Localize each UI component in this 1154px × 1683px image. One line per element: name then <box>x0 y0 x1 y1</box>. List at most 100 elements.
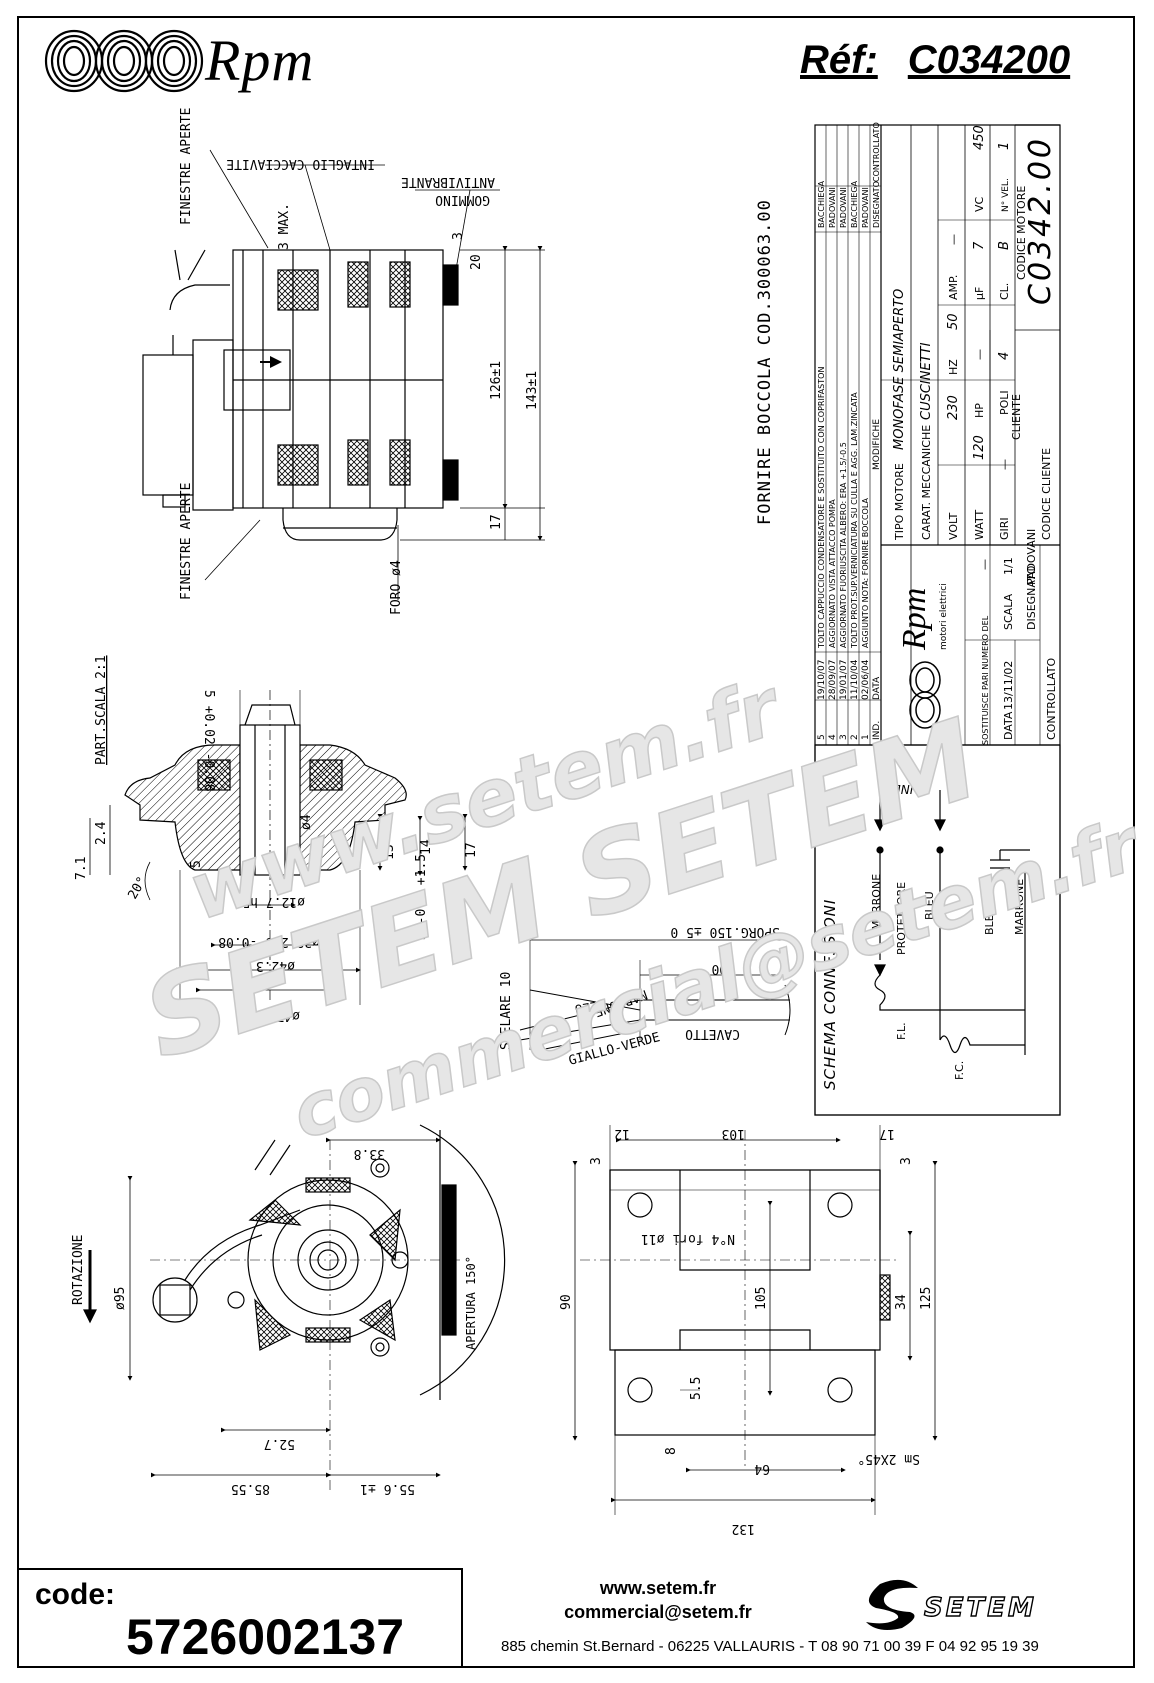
drawing-frame <box>17 16 1135 1668</box>
label-marrone-1: MARRONE <box>870 874 883 930</box>
rpm-coil-logo <box>44 29 204 93</box>
label-gommino: GOMMINO <box>435 192 490 207</box>
label-fc: F.C. <box>953 1061 966 1080</box>
reference-label: Réf: <box>800 38 878 82</box>
hdr-ind: IND. <box>872 721 882 740</box>
label-fornire: FORNIRE BOCCOLA COD.300063.00 <box>755 199 775 525</box>
rev-2-date: 11/10/04 <box>850 659 860 700</box>
label-max: 3 MAX. <box>277 203 292 250</box>
rev-5-n: 5 <box>817 734 827 740</box>
hdr-disegnato: DISEGNATO <box>872 181 881 228</box>
dim-127: ø12.7 h5 <box>242 894 305 909</box>
label-linea: LINEA <box>885 782 920 796</box>
bracket-view <box>572 1125 938 1515</box>
label-protettore: PROTETTORE <box>895 882 908 955</box>
rev-3-date: 19/01/07 <box>839 660 849 700</box>
label-bleu-1: BLEU <box>923 891 936 920</box>
dim-20: 20 <box>469 254 484 270</box>
dim-143: 143±1 <box>525 371 540 410</box>
poli-label: POLI <box>998 390 1011 415</box>
label-finestre-bottom: FINESTRE APERTE <box>179 483 194 600</box>
tipo-motore: MONOFASE SEMIAPERTO <box>892 289 907 450</box>
block-brand: Rpm <box>896 588 933 651</box>
setem-logo-text: SETEM <box>924 1593 1037 1623</box>
rev-4-date: 28/09/07 <box>828 660 838 700</box>
dim-132: 132 <box>732 1521 755 1536</box>
dim-423: ø42.3 <box>256 958 295 973</box>
label-sporg: SPORG.150 ±5 0 <box>670 924 780 939</box>
front-view <box>83 1124 506 1490</box>
code-label: code: <box>35 1578 116 1611</box>
dim-126: 126±1 <box>489 361 504 400</box>
codice-motore-label: CODICE MOTORE <box>1015 186 1028 280</box>
uf-label: µF <box>973 287 986 300</box>
dim-13: 13 <box>382 844 397 860</box>
nvel-value: 1 <box>997 142 1012 150</box>
scala-value: 1/1 <box>1002 557 1015 575</box>
footer: www.setem.fr commercial@setem.fr 885 che… <box>463 1568 1135 1668</box>
dim-71: 7.1 <box>74 857 89 880</box>
cable-detail <box>519 920 791 1051</box>
label-finestre-top: FINESTRE APERTE <box>179 108 194 225</box>
dim-64: 64 <box>754 1461 770 1476</box>
label-cavetto: CAVETTO <box>685 1026 740 1041</box>
cl-value: B <box>997 241 1012 250</box>
dim-12: 12 <box>614 1126 630 1141</box>
dim-5-05: 5 -0.5 +1.5 <box>414 854 429 940</box>
reference: Réf: C034200 <box>800 38 1070 83</box>
rev-1-dis: PADOVANI <box>861 187 870 228</box>
hdr-data: DATA <box>872 676 882 700</box>
dim-34: 34 <box>894 1294 909 1310</box>
giri-value: — <box>998 459 1011 470</box>
watt-label: WATT <box>973 510 986 540</box>
rev-2-desc: TOLTO PROT.SUP.VERNICIATURA SU CULLA E A… <box>850 392 859 649</box>
hdr-modifiche: MODIFICHE <box>872 419 882 470</box>
block-logo-sub: motori elettrici <box>939 583 949 650</box>
amp-label: AMP. <box>947 275 960 300</box>
hp-value: — <box>973 349 986 360</box>
data-label: DATA <box>1002 711 1015 740</box>
vc-label: VC <box>973 196 986 212</box>
dim-17c: 17 <box>879 1126 895 1141</box>
controllato-label: CONTROLLATO <box>1045 658 1058 740</box>
code-value: 5726002137 <box>126 1609 405 1665</box>
disegnato-label: DISEGNATO <box>1025 565 1038 630</box>
rev-4-desc: AGGIORNATO VISTA ATTACCO POMPA <box>828 499 837 648</box>
footer-address: 885 chemin St.Bernard - 06225 VALLAURIS … <box>501 1638 1039 1655</box>
dim-556: 55.6 ±1 <box>360 1481 415 1496</box>
carat-value: CUSCINETTI <box>919 342 934 420</box>
dim-55: 5.5 <box>689 1377 704 1400</box>
carat-label: CARAT. MECCANICHE <box>920 425 933 540</box>
dim-90: 90 <box>559 1294 574 1310</box>
rev-3-n: 3 <box>839 734 849 740</box>
hdr-controllato: CONTROLLATO <box>872 122 881 182</box>
label-foro: FORO ø4 <box>389 560 404 615</box>
reference-value: C034200 <box>907 38 1071 82</box>
vc-value: 450 <box>972 125 987 150</box>
hz-value: 50 <box>946 313 961 330</box>
label-spelare: SPELARE 10 <box>499 972 514 1050</box>
footer-website[interactable]: www.setem.fr <box>599 1578 717 1598</box>
dim-5: 5 <box>189 860 204 868</box>
label-antivibrante: ANTIVIBRANTE <box>401 174 495 189</box>
wiring-schema <box>814 744 1061 1116</box>
dim-100: 100 <box>712 961 735 976</box>
dim-8: 8 <box>664 1447 679 1455</box>
rev-3-desc: AGGIORNATO FUORIUSCITA ALBERO: ERA +1.5/… <box>839 442 848 648</box>
rev-2-dis: BACCHIEGA <box>850 180 859 228</box>
tipo-motore-label: TIPO MOTORE <box>893 463 906 541</box>
footer-email[interactable]: commercial@setem.fr <box>564 1602 752 1622</box>
rev-4-dis: PADOVANI <box>828 187 837 228</box>
label-giallo-verde: GIALLO-VERDE <box>567 1030 662 1069</box>
code-box: code: 5726002137 <box>17 1568 463 1668</box>
label-intaglio: INTAGLIO CACCIAVITE <box>226 156 375 171</box>
poli-value: 4 <box>997 352 1012 360</box>
rev-5-dis: BACCHIEGA <box>817 180 826 228</box>
dim-20deg: 20° <box>125 874 150 902</box>
dim-3c: 3 <box>899 1157 914 1165</box>
dim-125: 125 <box>919 1287 934 1310</box>
dim-17: 17 <box>489 514 504 530</box>
dim-5-tol: 5 +0.02 -0.08 <box>201 690 216 792</box>
label-bleu-2: BLEU <box>983 906 996 935</box>
